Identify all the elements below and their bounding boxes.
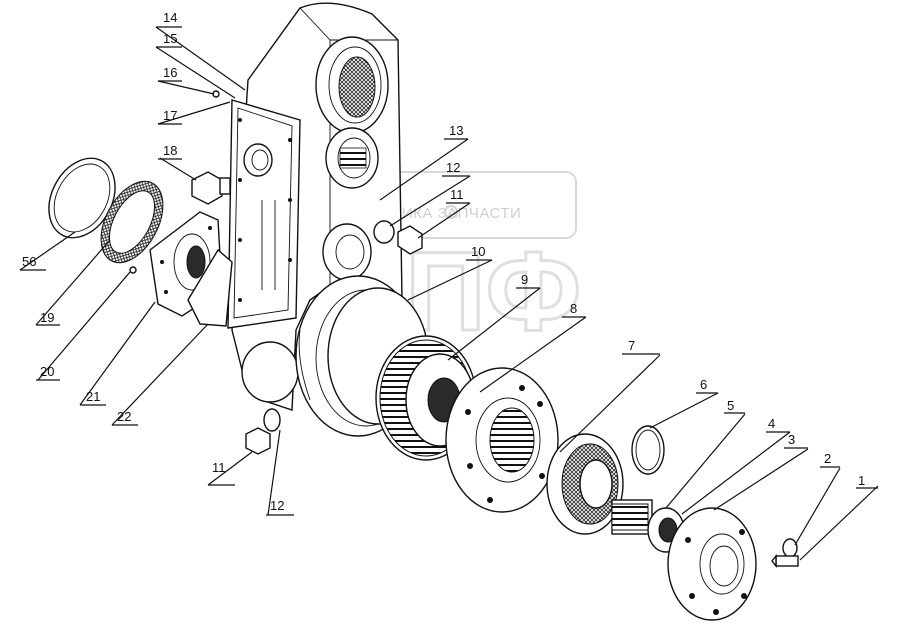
snap-ring-6 (631, 425, 665, 475)
callout-8: 8 (570, 301, 577, 316)
callout-10: 10 (471, 244, 485, 259)
callout-22: 22 (117, 409, 131, 424)
callout-5: 5 (727, 398, 734, 413)
washer-12-upper (373, 220, 395, 244)
callout-14: 14 (163, 10, 177, 25)
callout-13: 13 (449, 123, 463, 138)
gear-housing (227, 2, 403, 411)
callout-6: 6 (700, 377, 707, 392)
callout-18: 18 (163, 143, 177, 158)
callout-9: 9 (521, 272, 528, 287)
callout-2: 2 (824, 451, 831, 466)
washer-12-lower (263, 408, 281, 432)
callout-11-lower: 11 (212, 460, 226, 475)
callout-20: 20 (40, 364, 54, 379)
callout-12-upper: 12 (446, 160, 460, 175)
bearing-7 (546, 433, 624, 535)
callout-21: 21 (86, 389, 100, 404)
callout-labels: 1 2 3 4 5 6 7 8 9 10 11 11 12 12 13 14 1… (20, 10, 878, 516)
gasket-22 (187, 248, 233, 327)
bolt-1 (771, 554, 799, 568)
carrier-plate-8 (445, 367, 559, 513)
callout-56: 56 (22, 254, 36, 269)
callout-1: 1 (858, 473, 865, 488)
callout-3: 3 (788, 432, 795, 447)
leader-lines (19, 26, 879, 561)
callout-11-upper: 11 (450, 187, 464, 202)
callout-15: 15 (163, 31, 177, 46)
plug-18 (191, 171, 231, 205)
callout-16: 16 (163, 65, 177, 80)
washer-20 (129, 266, 137, 274)
gasket-19 (100, 180, 164, 264)
callout-17: 17 (163, 108, 177, 123)
washer-2 (782, 538, 798, 558)
bolt-11-upper (397, 225, 423, 255)
callout-7: 7 (628, 338, 635, 353)
bolt-11-lower (245, 427, 271, 455)
flange-3 (667, 507, 757, 621)
callout-4: 4 (768, 416, 775, 431)
callout-19: 19 (40, 310, 54, 325)
callout-12-lower: 12 (270, 498, 284, 513)
